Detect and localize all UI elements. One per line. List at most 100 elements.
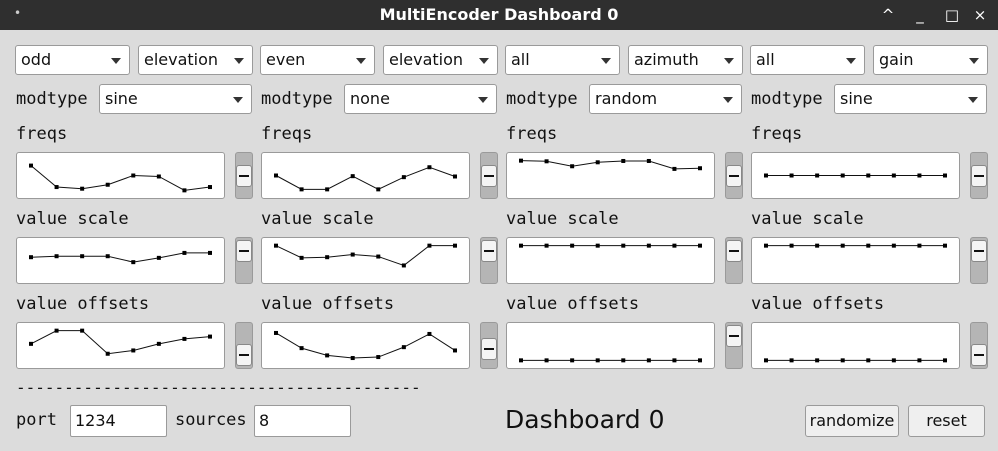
- slider-thumb[interactable]: [726, 325, 742, 347]
- data-point[interactable]: [595, 243, 600, 248]
- value-scale-slider-col1[interactable]: [235, 237, 253, 284]
- data-point[interactable]: [299, 255, 304, 260]
- value-scale-plot-col2[interactable]: [261, 237, 470, 284]
- slider-thumb[interactable]: [971, 240, 987, 262]
- data-point[interactable]: [917, 358, 922, 363]
- value-scale-slider-col2[interactable]: [480, 237, 498, 284]
- data-point[interactable]: [376, 187, 381, 192]
- data-point[interactable]: [376, 254, 381, 259]
- data-point[interactable]: [621, 358, 626, 363]
- data-point[interactable]: [519, 358, 523, 363]
- data-point[interactable]: [519, 243, 523, 248]
- modtype-select-col4[interactable]: sine: [834, 84, 987, 114]
- value-scale-plot-col1[interactable]: [16, 237, 225, 284]
- slider-thumb[interactable]: [236, 165, 252, 187]
- data-point[interactable]: [789, 358, 794, 363]
- data-point[interactable]: [891, 358, 896, 363]
- data-point[interactable]: [698, 358, 702, 363]
- data-point[interactable]: [453, 243, 457, 248]
- data-point[interactable]: [54, 254, 59, 259]
- data-point[interactable]: [544, 159, 549, 164]
- data-point[interactable]: [80, 328, 85, 333]
- data-point[interactable]: [401, 263, 406, 268]
- modtype-select-col3[interactable]: random: [589, 84, 742, 114]
- slider-thumb[interactable]: [726, 165, 742, 187]
- randomize-button[interactable]: randomize: [805, 405, 899, 437]
- selector-b-col1[interactable]: elevation: [138, 45, 253, 75]
- data-point[interactable]: [789, 243, 794, 248]
- data-point[interactable]: [764, 243, 768, 248]
- data-point[interactable]: [621, 243, 626, 248]
- selector-b-col4[interactable]: gain: [873, 45, 988, 75]
- value-offsets-slider-col4[interactable]: [970, 322, 988, 369]
- modtype-select-col1[interactable]: sine: [99, 84, 252, 114]
- minimize-icon[interactable]: _: [916, 6, 924, 24]
- data-point[interactable]: [182, 336, 187, 341]
- data-point[interactable]: [131, 260, 136, 265]
- data-point[interactable]: [105, 254, 110, 259]
- freqs-slider-col1[interactable]: [235, 152, 253, 199]
- data-point[interactable]: [350, 356, 355, 361]
- selector-a-col3[interactable]: all: [505, 45, 620, 75]
- data-point[interactable]: [80, 254, 85, 259]
- slider-thumb[interactable]: [726, 240, 742, 262]
- data-point[interactable]: [350, 252, 355, 257]
- value-scale-plot-col3[interactable]: [506, 237, 715, 284]
- data-point[interactable]: [544, 358, 549, 363]
- data-point[interactable]: [29, 163, 33, 168]
- data-point[interactable]: [519, 158, 523, 163]
- data-point[interactable]: [274, 243, 278, 248]
- data-point[interactable]: [672, 166, 677, 171]
- value-offsets-slider-col1[interactable]: [235, 322, 253, 369]
- data-point[interactable]: [208, 250, 212, 255]
- data-point[interactable]: [208, 334, 212, 339]
- data-point[interactable]: [274, 330, 278, 335]
- sources-input[interactable]: 8: [254, 405, 351, 437]
- selector-a-col1[interactable]: odd: [15, 45, 130, 75]
- data-point[interactable]: [840, 173, 845, 178]
- data-point[interactable]: [427, 243, 432, 248]
- reset-button[interactable]: reset: [908, 405, 985, 437]
- data-point[interactable]: [54, 185, 59, 190]
- data-point[interactable]: [917, 243, 922, 248]
- slider-thumb[interactable]: [236, 344, 252, 366]
- data-point[interactable]: [156, 255, 161, 260]
- modtype-select-col2[interactable]: none: [344, 84, 497, 114]
- data-point[interactable]: [672, 358, 677, 363]
- value-offsets-plot-col2[interactable]: [261, 322, 470, 369]
- data-point[interactable]: [29, 255, 33, 260]
- data-point[interactable]: [182, 188, 187, 193]
- freqs-slider-col4[interactable]: [970, 152, 988, 199]
- data-point[interactable]: [698, 166, 702, 171]
- data-point[interactable]: [453, 174, 457, 179]
- data-point[interactable]: [325, 353, 330, 358]
- data-point[interactable]: [917, 173, 922, 178]
- freqs-slider-col2[interactable]: [480, 152, 498, 199]
- data-point[interactable]: [866, 358, 871, 363]
- data-point[interactable]: [29, 341, 33, 346]
- data-point[interactable]: [80, 186, 85, 191]
- slider-thumb[interactable]: [971, 165, 987, 187]
- data-point[interactable]: [943, 173, 947, 178]
- maximize-icon[interactable]: □: [944, 6, 960, 24]
- value-offsets-plot-col1[interactable]: [16, 322, 225, 369]
- data-point[interactable]: [866, 243, 871, 248]
- data-point[interactable]: [764, 358, 768, 363]
- freqs-plot-col4[interactable]: [751, 152, 960, 199]
- value-offsets-plot-col4[interactable]: [751, 322, 960, 369]
- data-point[interactable]: [840, 358, 845, 363]
- data-point[interactable]: [595, 358, 600, 363]
- close-icon[interactable]: ×: [973, 6, 987, 24]
- slider-thumb[interactable]: [481, 338, 497, 360]
- data-point[interactable]: [815, 243, 820, 248]
- data-point[interactable]: [815, 173, 820, 178]
- data-point[interactable]: [764, 173, 768, 178]
- data-point[interactable]: [299, 187, 304, 192]
- data-point[interactable]: [156, 341, 161, 346]
- port-input[interactable]: 1234: [70, 405, 167, 437]
- data-point[interactable]: [891, 243, 896, 248]
- collapse-icon[interactable]: ^: [881, 6, 895, 24]
- data-point[interactable]: [182, 250, 187, 255]
- freqs-plot-col1[interactable]: [16, 152, 225, 199]
- data-point[interactable]: [815, 358, 820, 363]
